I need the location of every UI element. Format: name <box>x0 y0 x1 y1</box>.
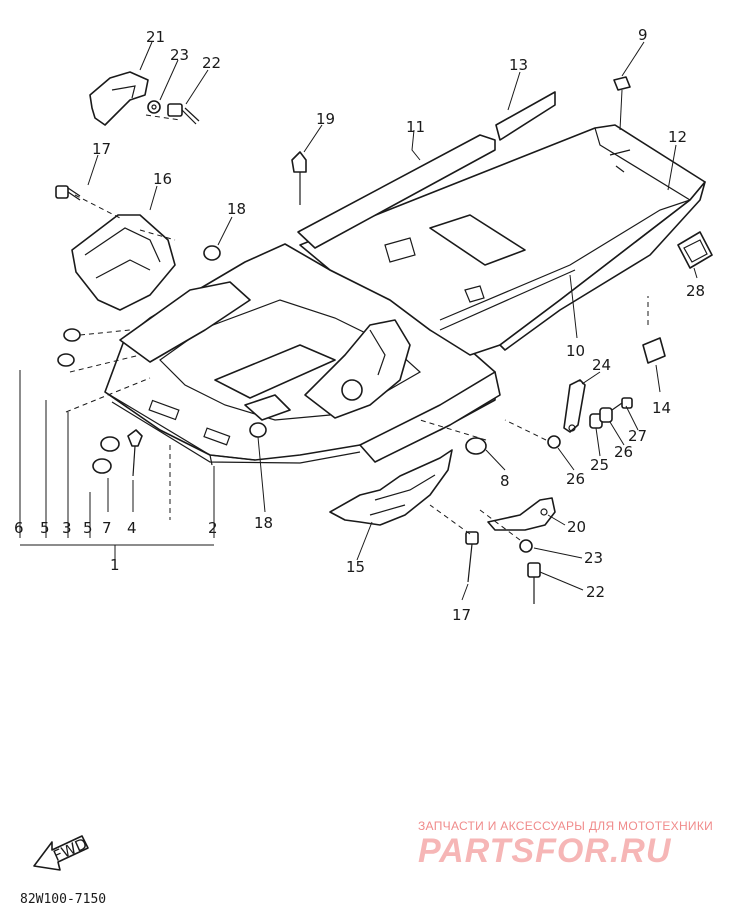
callout-8: 8 <box>500 472 510 490</box>
callout-13: 13 <box>509 56 528 74</box>
callout-17-bottom: 17 <box>452 606 471 624</box>
callout-24: 24 <box>592 356 611 374</box>
callout-20: 20 <box>567 518 586 536</box>
chassis-frame <box>104 243 501 520</box>
callout-11: 11 <box>406 118 425 136</box>
callout-6: 6 <box>14 519 24 537</box>
sticker-14 <box>642 337 666 364</box>
pin-19 <box>291 151 307 205</box>
callout-2: 2 <box>208 519 218 537</box>
callout-17-top: 17 <box>92 140 111 158</box>
bolt-17-top <box>55 185 81 201</box>
callout-22-top: 22 <box>202 54 221 72</box>
callout-27: 27 <box>628 427 647 445</box>
diagram-code: 82W100-7150 <box>20 892 106 907</box>
cap-9 <box>613 76 631 131</box>
leader-lines <box>19 41 698 601</box>
callout-16: 16 <box>153 170 172 188</box>
callout-12: 12 <box>668 128 687 146</box>
callout-14: 14 <box>652 399 671 417</box>
callout-22-bottom: 22 <box>586 583 605 601</box>
callout-10: 10 <box>566 342 585 360</box>
watermark-tagline: ЗАПЧАСТИ И АКСЕССУАРЫ ДЛЯ МОТОТЕХНИКИ <box>418 819 713 833</box>
callout-19: 19 <box>316 110 335 128</box>
callout-15: 15 <box>346 558 365 576</box>
rear-tunnel <box>299 124 706 356</box>
lower-panel-15 <box>329 449 453 526</box>
hardware-bottom <box>465 531 541 604</box>
fwd-label: FWD <box>51 835 90 866</box>
callout-23-bottom: 23 <box>584 549 603 567</box>
callout-7: 7 <box>102 519 112 537</box>
watermark-logo: PARTSFOR.RU <box>418 832 672 870</box>
callout-9: 9 <box>638 26 648 44</box>
hardware-top <box>147 100 200 125</box>
callout-25: 25 <box>590 456 609 474</box>
strip-13 <box>495 91 556 141</box>
fwd-arrow-icon: FWD <box>33 835 90 871</box>
callout-5-right: 5 <box>83 519 93 537</box>
bracket-21 <box>89 71 149 126</box>
callout-26-left: 26 <box>566 470 585 488</box>
callout-18-top: 18 <box>227 200 246 218</box>
callout-3: 3 <box>62 519 72 537</box>
callout-26-right: 26 <box>614 443 633 461</box>
callout-28: 28 <box>686 282 705 300</box>
watermark: ЗАПЧАСТИ И АКСЕССУАРЫ ДЛЯ МОТОТЕХНИКИ PA… <box>418 819 713 870</box>
callout-1: 1 <box>110 556 120 574</box>
strip-11 <box>297 134 496 249</box>
reflector-28 <box>677 231 713 269</box>
hardware-left <box>57 245 267 477</box>
callout-18-bottom: 18 <box>254 514 273 532</box>
callout-5-left: 5 <box>40 519 50 537</box>
callout-21: 21 <box>146 28 165 46</box>
callout-4: 4 <box>127 519 137 537</box>
grommet-8 <box>465 437 487 455</box>
left-panel-16 <box>71 214 176 311</box>
bracket-20 <box>487 497 556 531</box>
callout-23-top: 23 <box>170 46 189 64</box>
callout-labels: 21 23 22 17 16 18 19 11 13 9 12 28 10 24… <box>14 26 705 624</box>
